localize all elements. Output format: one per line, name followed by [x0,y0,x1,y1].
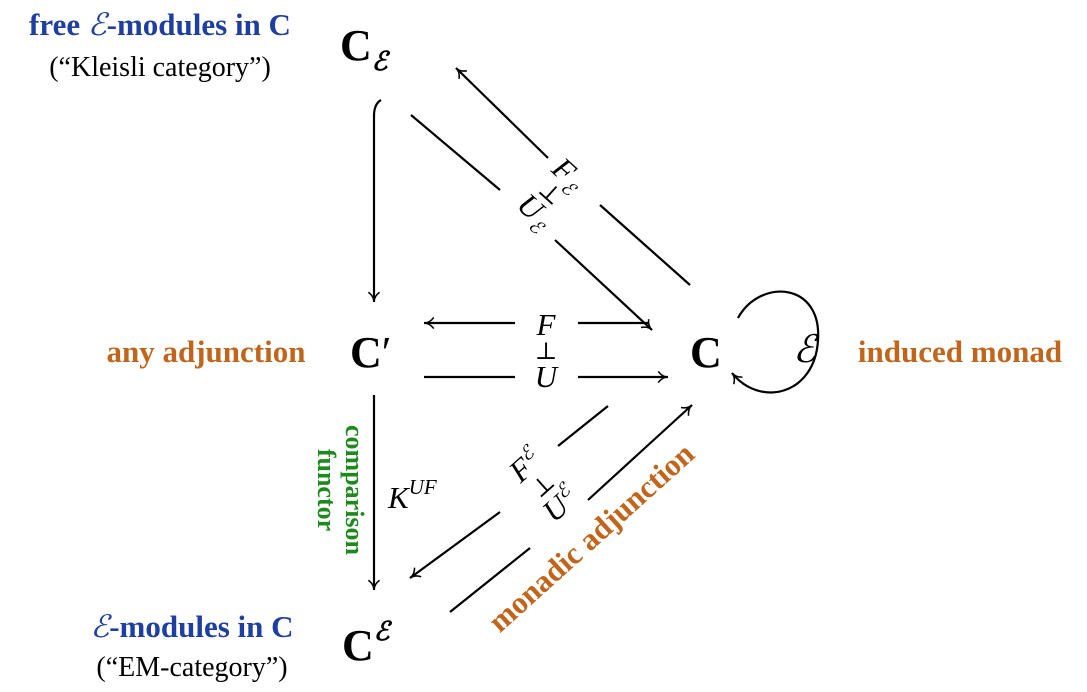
adjunction-perp: ⊥ [535,339,558,365]
u-label: U [535,359,560,394]
u-kleisli-arrow-start [410,114,501,191]
kleisli-inclusion-arrow [367,99,382,303]
induced-monad-label: induced monad [858,334,1062,369]
monad-loop-arrow [731,290,820,394]
em-adjunction-label: Fℰ ⊥ Uℰ [501,440,577,529]
comparison-line2: functor [312,449,341,531]
em-title: ℰ-modules in C [90,609,293,645]
u-em-arrow-start [449,547,531,613]
any-adjunction-label: any adjunction [107,334,306,369]
monad-symbol: ℰ [793,327,820,371]
kleisli-node: Cℰ [340,21,391,77]
f-em-arrow-start [557,405,609,447]
kleisli-adjunction-label: Fℰ ⊥ Uℰ [511,149,584,240]
f-label: F [536,307,557,342]
u-em-arrow-end [587,404,693,501]
cprime-node: C′ [350,328,391,377]
f-kleisli-arrow-end [455,67,549,159]
em-node: Cℰ [342,617,393,670]
u-kleisli-arrow-end [554,239,653,331]
em-subtitle: (“EM-category”) [96,652,287,683]
kleisli-title: free ℰ-modules in C [29,7,291,43]
f-em-arrow-end [409,511,501,579]
f-kleisli-arrow-start [599,204,691,286]
kleisli-subtitle: (“Kleisli category”) [49,52,271,83]
comparison-line1: comparison [340,425,369,556]
c-node: C [690,328,722,377]
comparison-functor-label: comparison functor [312,425,369,556]
k-label: KUF [387,475,437,515]
